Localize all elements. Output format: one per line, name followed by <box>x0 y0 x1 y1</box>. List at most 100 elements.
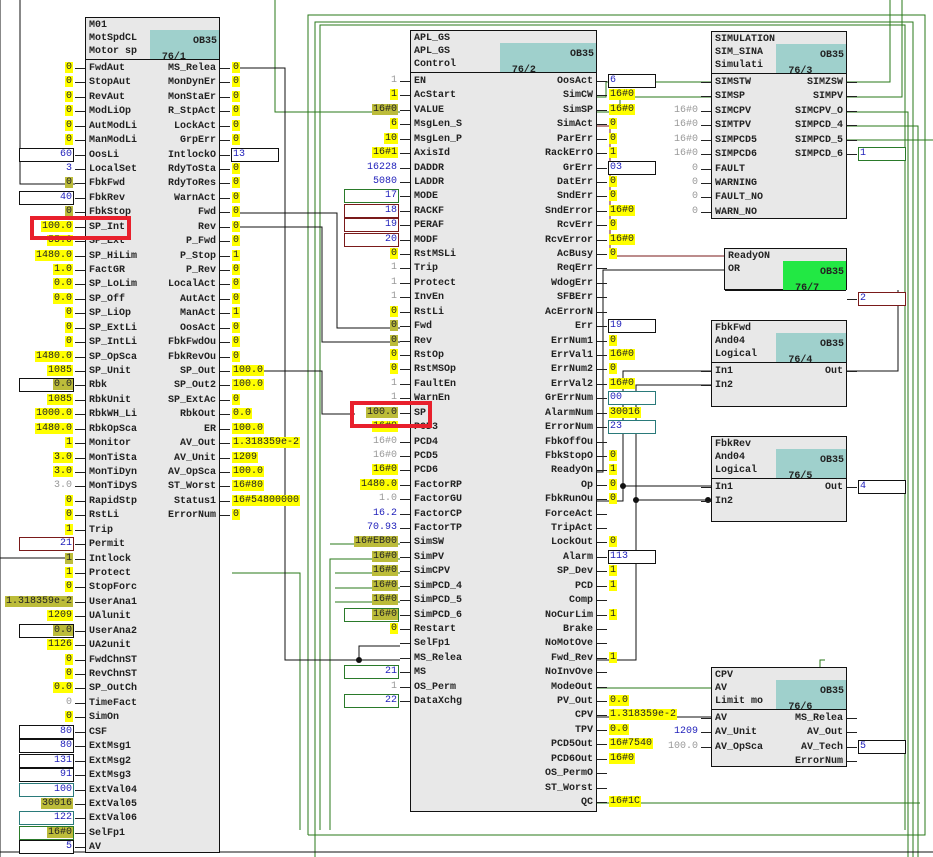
m01-in-fbkstop-value[interactable]: 0 <box>0 206 73 218</box>
apl-gs-in-factortp-value[interactable]: 70.93 <box>240 522 398 534</box>
cpv-out-errornum-pin[interactable]: ErrorNum <box>794 756 843 768</box>
m01-out-lockact-value[interactable]: 0 <box>232 119 241 132</box>
m01-out-p-rev-value[interactable]: 0 <box>232 264 241 276</box>
m01-in-rbkunit-value[interactable]: 1085 <box>0 393 73 406</box>
m01-out-av-out-value[interactable]: 1.318359e-2 <box>232 437 301 449</box>
m01-out-sp-out-value[interactable]: 100.0 <box>232 365 265 377</box>
m01-in-factgr-value[interactable]: 1.0 <box>0 264 73 276</box>
apl-gs-in-pcd4-pin[interactable]: PCD4 <box>414 436 439 448</box>
m01-in-sp-ext-pin[interactable]: SP_Ext <box>89 236 126 248</box>
m01-in-monitor-value[interactable]: 1 <box>0 437 73 449</box>
m01-in-montidys-value[interactable]: 3.0 <box>0 480 73 492</box>
cpv-in-av-unit-pin[interactable]: AV_Unit <box>715 727 758 739</box>
simulation-in-simpcd5-value[interactable]: 16#0 <box>541 134 699 146</box>
m01-out-localact-value[interactable]: 0 <box>232 278 241 290</box>
simulation-in-simtpv-value[interactable]: 16#0 <box>541 119 699 131</box>
apl-gs-out-forceact-pin[interactable]: ForceAct <box>544 508 593 520</box>
m01-in-sp-int-value[interactable]: 100.0 <box>0 220 73 233</box>
m01-in-extval04-value[interactable]: 100 <box>0 784 73 796</box>
m01-out-monstaer-pin[interactable]: MonStaEr <box>167 91 216 103</box>
apl-gs-out-simact-pin[interactable]: SimAct <box>556 119 593 131</box>
apl-gs-out-pcd6out-pin[interactable]: PCD6Out <box>550 753 593 765</box>
apl-gs-in-rstmsli-value[interactable]: 0 <box>240 248 398 260</box>
fbkrev-in-in1-pin[interactable]: In1 <box>715 482 734 493</box>
m01-in-stopaut-value[interactable]: 0 <box>0 76 73 88</box>
m01-in-simon-pin[interactable]: SimOn <box>89 712 120 724</box>
apl-gs-out-st-worst-pin[interactable]: ST_Worst <box>544 782 593 794</box>
apl-gs-in-rackf-pin[interactable]: RACKF <box>414 205 445 217</box>
m01-in-sp-off-pin[interactable]: SP_Off <box>89 293 126 305</box>
m01-out-warnact-pin[interactable]: WarnAct <box>173 192 216 204</box>
apl-gs-out-rcverr-pin[interactable]: RcvErr <box>556 220 593 232</box>
m01-in-revchnst-value[interactable]: 0 <box>0 668 73 680</box>
m01-out-status1-value[interactable]: 16#54800000 <box>232 494 301 507</box>
m01-in-extval06-value[interactable]: 122 <box>0 812 73 824</box>
apl-gs-in-pcd5-value[interactable]: 16#0 <box>240 450 398 462</box>
apl-gs-in-acstart-pin[interactable]: AcStart <box>414 90 457 102</box>
apl-gs-out-errval2-value[interactable]: 16#0 <box>609 377 636 390</box>
m01-in-rbk-value[interactable]: 0.0 <box>0 379 73 391</box>
simulation-in-simsp-pin[interactable]: SIMSP <box>715 91 746 103</box>
m01-in-rbk-pin[interactable]: Rbk <box>89 380 108 392</box>
m01-out-sp-out2-pin[interactable]: SP_Out2 <box>173 380 216 392</box>
readyon-out-out-value[interactable]: 2 <box>859 293 867 305</box>
m01-out-p-fwd-value[interactable]: 0 <box>232 235 241 247</box>
m01-in-sp-lolim-value[interactable]: 0.0 <box>0 278 73 290</box>
apl-gs-out-op-pin[interactable]: Op <box>580 479 593 491</box>
m01-in-trip-value[interactable]: 1 <box>0 523 73 536</box>
apl-gs-in-warnen-value[interactable]: 1 <box>240 392 398 404</box>
apl-gs-in-laddr-pin[interactable]: LADDR <box>414 176 445 188</box>
apl-gs-out-fbkstopo-value[interactable]: 0 <box>609 449 618 462</box>
apl-gs-out-pcd5out-pin[interactable]: PCD5Out <box>550 739 593 751</box>
apl-gs-in-daddr-pin[interactable]: DADDR <box>414 162 445 174</box>
apl-gs-out-errnum2-pin[interactable]: ErrNum2 <box>550 364 593 376</box>
apl-gs-out-readyon-value[interactable]: 1 <box>609 464 618 476</box>
m01-in-revaut-value[interactable]: 0 <box>0 90 73 103</box>
m01-in-fbkfwd-pin[interactable]: FbkFwd <box>89 178 126 190</box>
apl-gs-in-restart-value[interactable]: 0 <box>240 622 398 635</box>
m01-out-rbkout-pin[interactable]: RbkOut <box>179 409 216 421</box>
simulation-in-warn-no-value[interactable]: 0 <box>541 206 699 218</box>
m01-in-sp-hilim-value[interactable]: 1480.0 <box>0 249 73 262</box>
apl-gs-in-fwd-value[interactable]: 0 <box>240 320 398 332</box>
apl-gs-out-grerr-value[interactable]: 03 <box>609 162 623 174</box>
apl-gs-in-ms-relea-pin[interactable]: MS_Relea <box>414 652 463 664</box>
apl-gs-in-simpv-pin[interactable]: SimPV <box>414 551 445 563</box>
apl-gs-in-simpcd-5-pin[interactable]: SimPCD_5 <box>414 595 463 607</box>
apl-gs-out-errnum2-value[interactable]: 0 <box>609 363 618 375</box>
apl-gs-in-peraf-pin[interactable]: PERAF <box>414 220 445 232</box>
simulation-in-warn-no-pin[interactable]: WARN_NO <box>715 206 758 218</box>
m01-in-permit-value[interactable]: 21 <box>0 538 73 550</box>
apl-gs-out-rackerro-pin[interactable]: RackErrO <box>544 148 593 160</box>
apl-gs-out-acbusy-value[interactable]: 0 <box>609 248 618 260</box>
apl-gs-out-snderr-pin[interactable]: SndErr <box>556 191 593 203</box>
m01-in-rapidstp-pin[interactable]: RapidStp <box>89 495 138 507</box>
apl-gs-in-rev-pin[interactable]: Rev <box>414 335 433 347</box>
apl-gs-out-parerr-pin[interactable]: ParErr <box>556 133 593 145</box>
fbkfwd-in-in2-pin[interactable]: In2 <box>715 380 734 392</box>
m01-in-stopaut-pin[interactable]: StopAut <box>89 77 132 89</box>
m01-in-stopforc-pin[interactable]: StopForc <box>89 582 138 594</box>
m01-out-oosact-pin[interactable]: OosAct <box>179 322 216 334</box>
apl-gs-in-simpv-value[interactable]: 16#0 <box>240 550 398 563</box>
m01-in-ualunit-value[interactable]: 1209 <box>0 610 73 622</box>
m01-in-montidyn-value[interactable]: 3.0 <box>0 466 73 478</box>
m01-in-sp-intli-value[interactable]: 0 <box>0 336 73 348</box>
apl-gs-in-value-pin[interactable]: VALUE <box>414 104 445 116</box>
apl-gs-in-faulten-value[interactable]: 1 <box>240 378 398 390</box>
m01-in-intlock-pin[interactable]: Intlock <box>89 553 132 565</box>
apl-gs-out-sp-dev-value[interactable]: 1 <box>609 565 618 577</box>
m01-in-fbkfwd-value[interactable]: 0 <box>0 177 73 189</box>
apl-gs-out-simsp-pin[interactable]: SimSP <box>562 104 593 116</box>
apl-gs-in-simsw-pin[interactable]: SimSW <box>414 537 445 549</box>
m01-in-ua2unit-value[interactable]: 1126 <box>0 639 73 651</box>
m01-in-sp-opsca-pin[interactable]: SP_OpSca <box>89 351 138 363</box>
apl-gs-in-modf-value[interactable]: 20 <box>240 234 398 246</box>
m01-in-permit-pin[interactable]: Permit <box>89 539 126 551</box>
m01-in-extval05-pin[interactable]: ExtVal05 <box>89 798 138 810</box>
apl-gs-out-acerrorn-pin[interactable]: AcErrorN <box>544 306 593 318</box>
simulation-out-simpcd-6-value[interactable]: 1 <box>859 148 867 160</box>
